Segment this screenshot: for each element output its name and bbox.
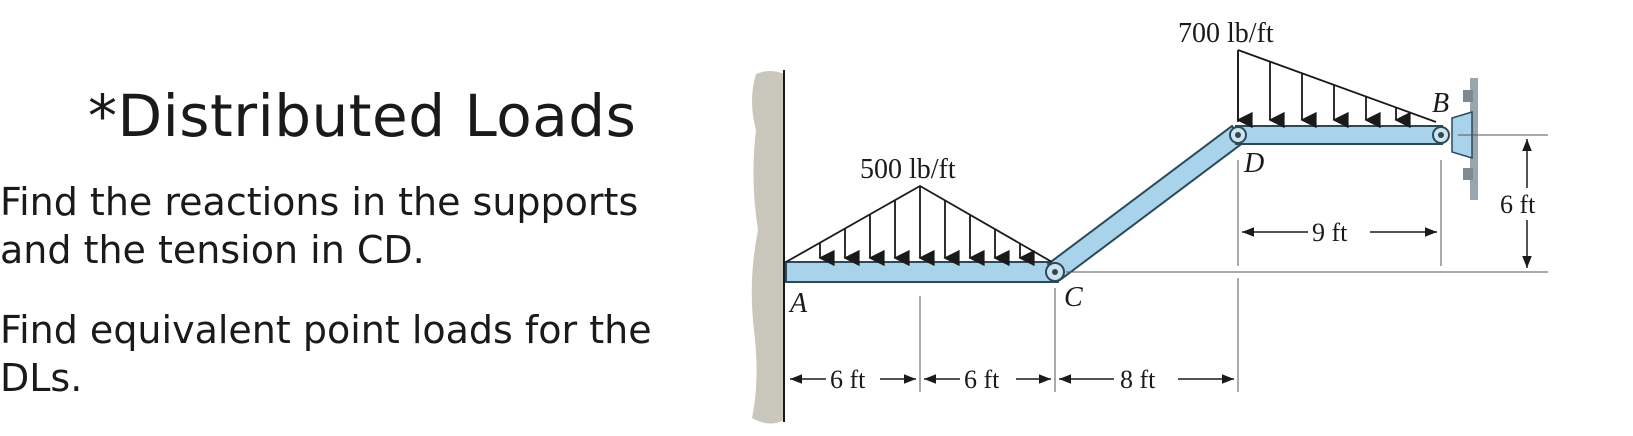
- member-ac: [785, 261, 1059, 283]
- dim-label-c-d: 8 ft: [1120, 365, 1156, 394]
- right-support-plate: [1451, 78, 1478, 200]
- pin-c: [1045, 262, 1065, 282]
- pin-b: [1432, 126, 1450, 144]
- triangular-load-label: 500 lb/ft: [860, 154, 956, 185]
- extension-lines: [919, 134, 1548, 392]
- ramp-load-label: 700 lb/ft: [1178, 18, 1274, 49]
- point-label-a: A: [788, 288, 808, 319]
- problem-instruction: Find equivalent point loads for the DLs.: [0, 308, 652, 400]
- triangular-distributed-load: [785, 184, 1053, 267]
- dim-label-d-b: 9 ft: [1312, 218, 1348, 247]
- point-label-b: B: [1432, 88, 1449, 119]
- member-db: [1235, 125, 1443, 145]
- dim-label-a-left: 6 ft: [830, 365, 866, 394]
- slide-title: *Distributed Loads: [88, 82, 637, 150]
- point-label-c: C: [1064, 282, 1083, 313]
- ramp-distributed-load: [1236, 49, 1437, 129]
- member-cd: [1046, 124, 1246, 282]
- pin-d: [1229, 126, 1247, 144]
- dim-label-vertical: 6 ft: [1500, 190, 1536, 219]
- problem-statement: Find the reactions in the supports and t…: [0, 180, 639, 272]
- point-label-d: D: [1243, 148, 1264, 179]
- left-wall: [751, 70, 785, 424]
- dim-label-a-right: 6 ft: [964, 365, 1000, 394]
